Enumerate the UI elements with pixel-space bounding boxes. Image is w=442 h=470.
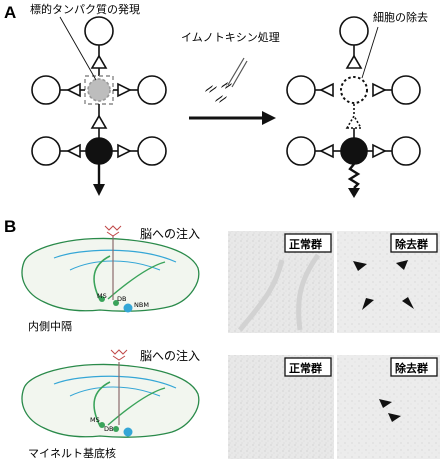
arrowhead-icon	[379, 399, 392, 408]
micrograph-label-2: 除去群	[390, 233, 438, 253]
synapse-mid	[90, 114, 108, 129]
synapse-mid-r	[345, 114, 363, 129]
brain-schematic-top	[21, 236, 200, 313]
target-label-leader	[59, 16, 97, 81]
removal-label-leader	[361, 26, 379, 79]
brain-label-db: DB	[117, 295, 126, 303]
brain-label-ms-2: MS	[90, 416, 100, 424]
injection-needle-icon-2	[110, 349, 128, 361]
arrowhead-icon	[402, 297, 414, 309]
removal-label: 細胞の除去	[373, 10, 428, 24]
output-arrow-left	[93, 184, 105, 196]
neuron-right-lower	[137, 136, 167, 166]
right-neuron-network	[286, 16, 421, 166]
arrowhead-icon	[353, 261, 367, 271]
panel-b-letter: B	[4, 217, 16, 236]
syringe-icon	[227, 57, 248, 88]
svg-text:除去群: 除去群	[395, 237, 428, 251]
target-neuron	[87, 78, 111, 102]
region-label-bottom: マイネルト基底核	[28, 446, 116, 460]
neuron-left-upper	[31, 75, 61, 105]
left-neuron-network	[31, 16, 167, 184]
black-neuron-left	[85, 137, 113, 165]
panel-a-letter: A	[4, 3, 16, 22]
micrograph-label-1: 正常群	[284, 233, 332, 253]
injection-label-bottom: 脳への注入	[140, 348, 200, 363]
neuron-right-upper-r	[391, 75, 421, 105]
svg-text:除去群: 除去群	[395, 361, 428, 375]
synapse-left-upper	[66, 82, 81, 98]
removed-neuron	[340, 76, 368, 104]
synapse-right-upper-r	[372, 82, 387, 98]
brain-schematic-bottom	[21, 362, 200, 438]
synapse-right-lower	[117, 143, 132, 159]
arrowhead-icon	[388, 413, 401, 422]
arrowhead-icon	[362, 298, 374, 310]
brain-label-nbm: NBM	[134, 301, 149, 309]
synapse-left-lower-r	[319, 143, 334, 159]
svg-text:正常群: 正常群	[289, 361, 322, 375]
neuron-right-upper	[137, 75, 167, 105]
synapse-right-lower-r	[372, 143, 387, 159]
injection-label-top: 脳への注入	[140, 226, 200, 241]
neuron-right-lower-r	[391, 136, 421, 166]
neuron-top	[84, 16, 114, 46]
target-protein-label: 標的タンパク質の発現	[30, 2, 140, 16]
disrupted-output-icon	[347, 163, 361, 189]
synapse-top-r	[345, 54, 363, 69]
arrowhead-icon	[396, 260, 408, 270]
toxin-label: イムノトキシン処理	[181, 31, 280, 44]
synapse-left-lower	[66, 143, 81, 159]
process-arrow-head	[262, 111, 276, 125]
arrowhead-markers	[353, 260, 414, 422]
synapse-top	[90, 54, 108, 69]
neuron-left-lower	[31, 136, 61, 166]
black-neuron-right	[340, 137, 368, 165]
neuron-top-r	[339, 16, 369, 46]
injection-needle-icon	[104, 225, 122, 237]
toxin-bolts-icon	[205, 82, 232, 103]
output-arrow-right	[348, 188, 360, 198]
synapse-right-upper	[117, 82, 132, 98]
micrograph-label-4: 除去群	[390, 357, 438, 377]
brain-label-ms: MS	[97, 292, 107, 300]
synapse-left-upper-r	[319, 82, 334, 98]
neuron-left-upper-r	[286, 75, 316, 105]
micrograph-label-3: 正常群	[284, 357, 332, 377]
brain-label-db-2: DB	[104, 425, 113, 433]
region-label-top: 内側中隔	[28, 319, 72, 333]
neuron-left-lower-r	[286, 136, 316, 166]
svg-text:正常群: 正常群	[289, 237, 322, 251]
